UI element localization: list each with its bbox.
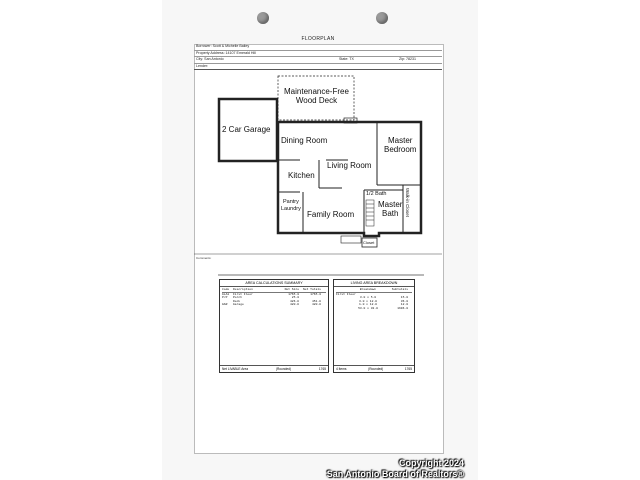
area-summary-title: AREA CALCULATIONS SUMMARY bbox=[220, 280, 328, 287]
copyright-watermark: Copyright 2024 San Antonio Board of Real… bbox=[327, 458, 464, 480]
living-room-label: Living Room bbox=[327, 161, 372, 170]
zip: Zip: 78231 bbox=[399, 57, 416, 61]
house-outer-walls bbox=[276, 120, 423, 238]
living-breakdown-table: Breakdown Subtotals First Floor 3.0 x 5.… bbox=[334, 287, 414, 312]
comments-label: Comments: bbox=[196, 256, 212, 260]
property-address: Property Address: 14107 Emerald Hill bbox=[196, 50, 256, 55]
dining-room-label: Dining Room bbox=[281, 136, 328, 145]
punch-hole-left bbox=[257, 12, 269, 24]
area-summary-footer: Net LIVABLE Area(Rounded)1765 bbox=[220, 365, 328, 371]
copyright-line: Copyright 2024 bbox=[398, 458, 464, 468]
kitchen-label: Kitchen bbox=[288, 171, 315, 180]
family-room-label: Family Room bbox=[307, 210, 355, 219]
property-header: Borrower: Scott & Michelle Bailey Proper… bbox=[194, 44, 442, 70]
living-breakdown-footer: 4 Items(Rounded)1765 bbox=[334, 365, 414, 372]
floorplan-page bbox=[194, 44, 444, 454]
address-row: Property Address: 14107 Emerald Hill bbox=[194, 50, 442, 57]
half-bath-label: 1/2 Bath bbox=[366, 191, 387, 197]
area-summary-header: Code Description Net Size Net Totals bbox=[222, 288, 326, 293]
fireplace bbox=[343, 117, 358, 124]
page-title: FLOORPLAN bbox=[301, 36, 335, 42]
closet-label: Closet bbox=[363, 240, 375, 245]
borrower: Borrower: Scott & Michelle Bailey bbox=[196, 44, 250, 48]
city: City: San Antonio bbox=[196, 57, 224, 61]
state: State: TX bbox=[339, 57, 354, 61]
lender: Lender: bbox=[196, 63, 209, 68]
interior-walls bbox=[278, 122, 421, 233]
lender-row: Lender: bbox=[194, 64, 442, 70]
table-row: First Floor bbox=[336, 292, 356, 296]
living-breakdown-title: LIVING AREA BREAKDOWN bbox=[334, 280, 414, 287]
closet-outline bbox=[361, 237, 378, 248]
garage-label: 2 Car Garage bbox=[222, 125, 271, 134]
area-summary-table: Code Description Net Size Net Totals GLA… bbox=[220, 287, 328, 308]
walk-in-closet-label: Walk-in Closet bbox=[405, 188, 410, 217]
city-row: City: San Antonio State: TX Zip: 78231 bbox=[194, 57, 442, 64]
living-breakdown-header: Breakdown Subtotals bbox=[336, 288, 412, 293]
porch-outline bbox=[340, 235, 362, 244]
punch-hole-right bbox=[376, 12, 388, 24]
stairs bbox=[365, 199, 375, 227]
living-breakdown-box: LIVING AREA BREAKDOWN Breakdown Subtotal… bbox=[333, 279, 415, 373]
area-summary-box: AREA CALCULATIONS SUMMARY Code Descripti… bbox=[219, 279, 329, 373]
borrower-row: Borrower: Scott & Michelle Bailey bbox=[194, 44, 442, 51]
board-name: San Antonio Board of Realtors® bbox=[326, 469, 464, 479]
